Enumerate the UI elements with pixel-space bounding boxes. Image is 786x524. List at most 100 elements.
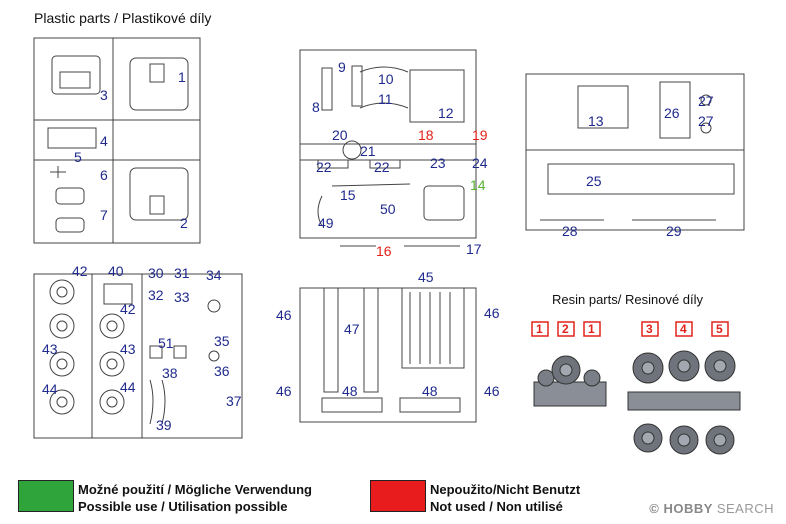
sprue-b xyxy=(299,49,477,247)
part-label: 20 xyxy=(332,127,348,143)
part-label: 36 xyxy=(214,363,230,379)
part-label: 6 xyxy=(100,167,108,183)
part-label: 13 xyxy=(588,113,604,129)
part-label: 7 xyxy=(100,207,108,223)
resin-box-5 xyxy=(711,321,729,337)
part-label: 44 xyxy=(120,379,136,395)
part-label: 11 xyxy=(378,91,393,107)
resin-parts-title: Resin parts/ Resinové díly xyxy=(552,292,704,307)
part-label: 22 xyxy=(316,159,332,175)
part-label: 14 xyxy=(470,177,486,193)
labels-sprue-d: 30 31 32 33 34 35 36 37 38 39 40 42 42 4… xyxy=(42,263,242,433)
part-label: 46 xyxy=(276,307,292,323)
part-label: 25 xyxy=(586,173,602,189)
resin-base-large xyxy=(627,391,741,411)
legend-possible: Možné použití / Mögliche Verwendung Poss… xyxy=(78,481,312,515)
resin-box-2 xyxy=(557,321,575,337)
part-label: 37 xyxy=(226,393,242,409)
part-label: 27 xyxy=(698,93,714,109)
watermark-logo: © HOBBY SEARCH xyxy=(649,501,774,516)
part-label: 18 xyxy=(418,127,434,143)
labels-sprue-a: 1 2 3 4 5 6 7 xyxy=(74,69,188,231)
brand-mark: © xyxy=(649,501,660,516)
part-label: 48 xyxy=(342,383,358,399)
part-label: 38 xyxy=(162,365,178,381)
legend-swatch-notused xyxy=(370,480,426,512)
part-label: 30 xyxy=(148,265,164,281)
part-label: 42 xyxy=(120,301,136,317)
sprue-a xyxy=(33,37,201,244)
sprue-c xyxy=(525,73,745,231)
sprue-c-frame xyxy=(525,73,745,231)
legend-notused: Nepoužito/Nicht Benutzt Not used / Non u… xyxy=(430,481,580,515)
brand-suffix: SEARCH xyxy=(716,501,774,516)
resin-box-label: 1 xyxy=(588,322,595,336)
labels-sprue-b: 8 9 10 11 12 15 16 17 18 19 20 21 22 22 … xyxy=(312,59,488,259)
part-label: 51 xyxy=(158,335,174,351)
part-label: 3 xyxy=(100,87,108,103)
part-label: 45 xyxy=(418,269,434,285)
resin-box-4 xyxy=(675,321,693,337)
part-label: 19 xyxy=(472,127,488,143)
legend-notused-line2: Not used / Non utilisé xyxy=(430,499,563,514)
part-label: 28 xyxy=(562,223,578,239)
part-label: 40 xyxy=(108,263,124,279)
part-label: 22 xyxy=(374,159,390,175)
sprue-e xyxy=(299,287,477,423)
labels-sprue-c: 13 25 26 27 27 28 29 xyxy=(562,93,714,239)
part-label: 4 xyxy=(100,133,108,149)
labels-sprue-e: 45 46 46 46 46 47 48 48 xyxy=(276,269,500,399)
part-label: 46 xyxy=(276,383,292,399)
part-label: 42 xyxy=(72,263,88,279)
part-label: 1 xyxy=(178,69,186,85)
part-label: 21 xyxy=(360,143,376,159)
resin-box-label: 3 xyxy=(646,322,653,336)
part-label: 32 xyxy=(148,287,164,303)
part-label: 31 xyxy=(174,265,190,281)
part-label: 5 xyxy=(74,149,82,165)
part-label: 46 xyxy=(484,305,500,321)
part-label: 2 xyxy=(180,215,188,231)
part-label: 26 xyxy=(664,105,680,121)
resin-box-label: 1 xyxy=(536,322,543,336)
part-label: 48 xyxy=(422,383,438,399)
sprue-d xyxy=(33,273,243,439)
part-label: 12 xyxy=(438,105,454,121)
part-label: 33 xyxy=(174,289,190,305)
legend-possible-line1: Možné použití / Mögliche Verwendung xyxy=(78,482,312,497)
part-label: 43 xyxy=(120,341,136,357)
part-label: 50 xyxy=(380,201,396,217)
resin-box-1 xyxy=(531,321,549,337)
part-label: 39 xyxy=(156,417,172,433)
part-label: 27 xyxy=(698,113,714,129)
part-label: 9 xyxy=(338,59,346,75)
resin-box-labels: 1 2 1 3 4 5 xyxy=(536,322,723,336)
legend-swatch-possible xyxy=(18,480,74,512)
brand-name: HOBBY xyxy=(663,501,713,516)
sprue-d-frame xyxy=(33,273,243,439)
resin-box-1b xyxy=(583,321,601,337)
resin-box-label: 2 xyxy=(562,322,569,336)
part-label: 17 xyxy=(466,241,482,257)
part-label: 24 xyxy=(472,155,488,171)
resin-box-label: 5 xyxy=(716,322,723,336)
part-label: 23 xyxy=(430,155,446,171)
legend-possible-line2: Possible use / Utilisation possible xyxy=(78,499,288,514)
plastic-parts-title: Plastic parts / Plastikové díly xyxy=(34,10,212,26)
resin-box-label: 4 xyxy=(680,322,687,336)
part-label: 16 xyxy=(376,243,392,259)
part-label: 8 xyxy=(312,99,320,115)
part-label: 15 xyxy=(340,187,356,203)
part-label: 29 xyxy=(666,223,682,239)
part-label: 35 xyxy=(214,333,230,349)
part-label: 44 xyxy=(42,381,58,397)
part-label: 43 xyxy=(42,341,58,357)
sprue-e-frame xyxy=(299,287,477,423)
part-label: 49 xyxy=(318,215,334,231)
part-label: 46 xyxy=(484,383,500,399)
legend-notused-line1: Nepoužito/Nicht Benutzt xyxy=(430,482,581,497)
part-label: 10 xyxy=(378,71,394,87)
part-label: 34 xyxy=(206,267,222,283)
resin-box-3 xyxy=(641,321,659,337)
